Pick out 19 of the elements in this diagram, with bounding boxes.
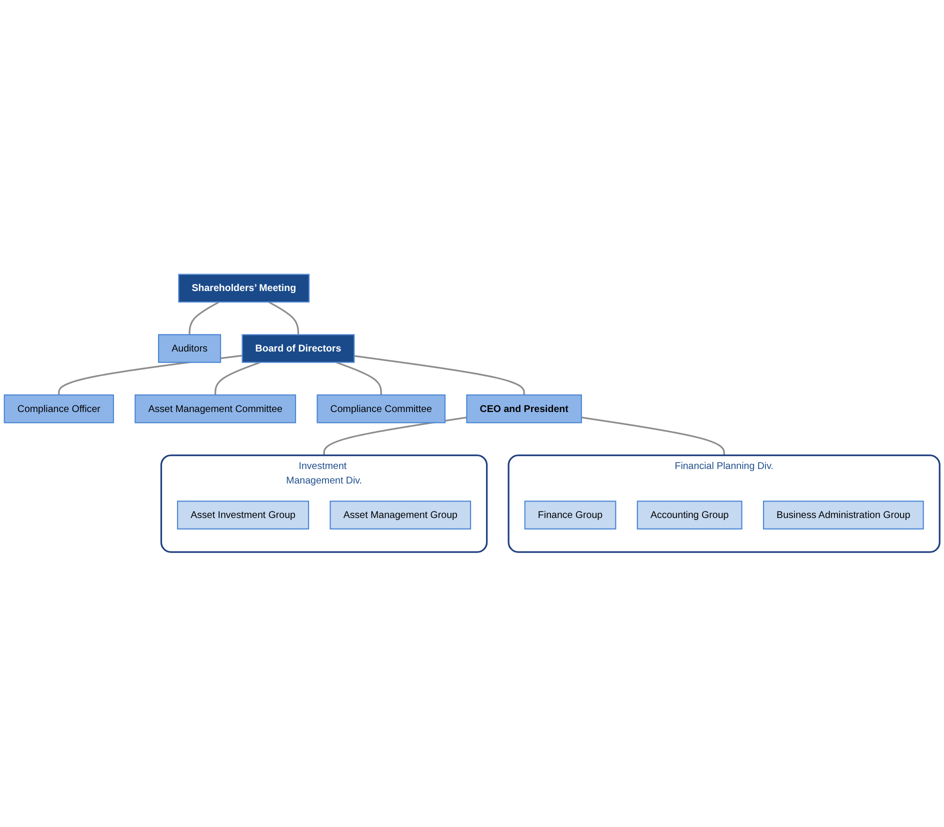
connector <box>336 362 382 396</box>
connector <box>214 362 260 396</box>
node-box: Shareholders’ Meeting <box>178 274 310 303</box>
node-box: Business Administration Group <box>762 500 924 530</box>
connector <box>581 416 725 456</box>
node-box: Compliance Officer <box>4 394 114 424</box>
node-box: Asset Investment Group <box>177 500 310 530</box>
connector <box>354 356 525 396</box>
node-box: Compliance Committee <box>316 394 446 424</box>
node-box: Board of Directors <box>242 334 355 364</box>
node-box: Auditors <box>158 334 222 364</box>
node-box: Asset Management Group <box>330 500 472 530</box>
connector <box>323 416 467 456</box>
node-box: Asset Management Committee <box>134 394 296 424</box>
node-box: Accounting Group <box>636 500 742 530</box>
node-box: CEO and President <box>466 394 582 424</box>
connector <box>188 302 220 335</box>
connector <box>268 302 300 335</box>
node-box: Finance Group <box>524 500 616 530</box>
